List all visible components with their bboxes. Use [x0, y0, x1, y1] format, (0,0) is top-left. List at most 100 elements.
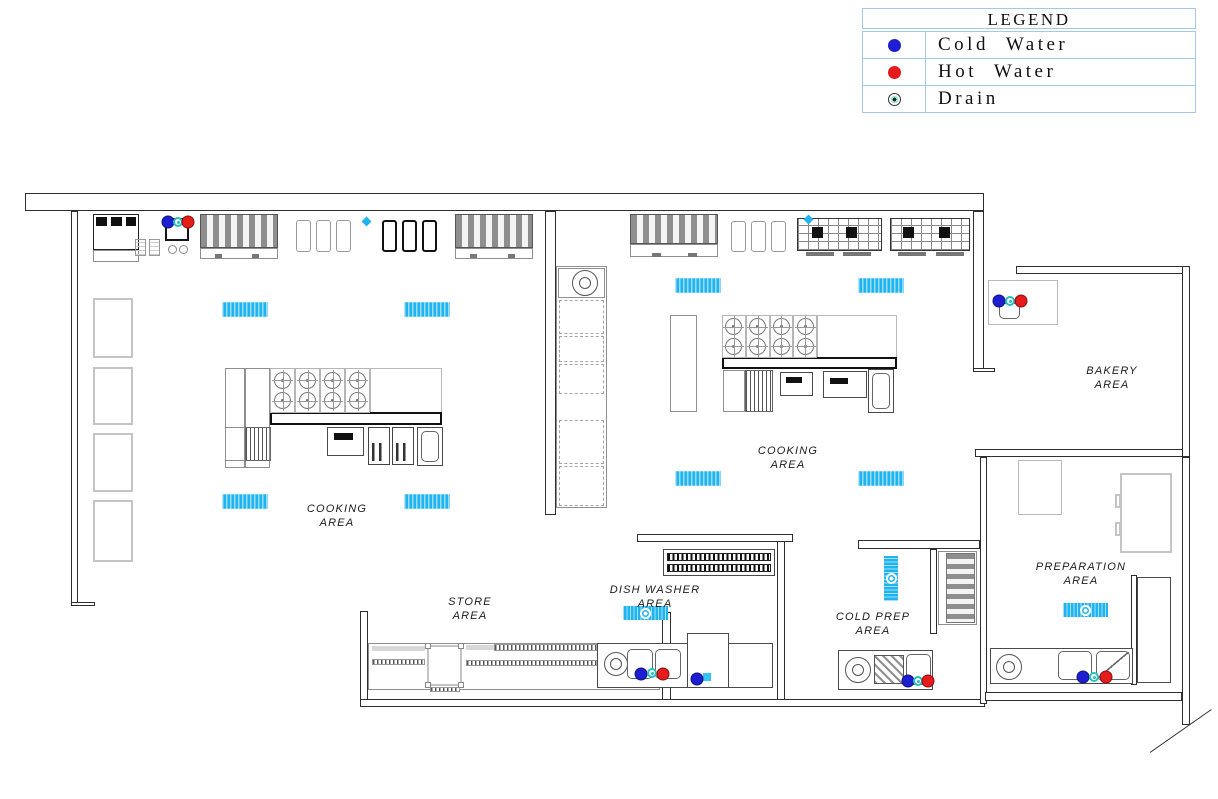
counter [1018, 460, 1062, 515]
legend: LEGEND Cold Water Hot Water Drain [862, 8, 1196, 113]
well-pan [731, 221, 746, 252]
equipment-leg [508, 254, 515, 258]
counter [200, 248, 278, 259]
combi-oven [797, 218, 882, 251]
bain-marie-unit [727, 218, 788, 255]
cold-water-point [992, 294, 1006, 308]
gas-burner [322, 369, 343, 391]
shelf-hatch [430, 687, 460, 692]
shelf-hatch [372, 659, 425, 665]
area-label-line1: COOKING [757, 445, 819, 457]
wall-coldprep-top [858, 540, 980, 549]
counter [455, 248, 533, 259]
light-fixture [675, 471, 721, 486]
dishwash-sink-counter [597, 643, 773, 688]
area-label-line1: DISH WASHER [609, 584, 701, 596]
tray-rack [946, 553, 975, 623]
area-label-line2: AREA [1063, 575, 1099, 587]
well-pan [316, 220, 331, 252]
island-counter [817, 315, 897, 358]
waste-bin [604, 652, 628, 676]
labeled-unit [327, 427, 364, 456]
black-plate [786, 377, 802, 383]
equipment-leg [215, 254, 222, 258]
wall-bottom [360, 699, 985, 707]
wall-right-kitchen [973, 211, 984, 372]
round-unit [996, 654, 1022, 680]
area-label-line1: COOKING [306, 503, 368, 515]
grate [149, 239, 160, 256]
equipment-leg [252, 254, 259, 258]
hot-cupboard [455, 214, 533, 248]
area-label-line2: AREA [1094, 379, 1130, 391]
gas-burner [723, 335, 745, 357]
black-plate [830, 378, 848, 384]
sink-bowl [421, 431, 439, 462]
floor-drain-outlet [1080, 604, 1091, 616]
wall-bakery-right [1182, 266, 1190, 457]
round-unit [845, 657, 871, 683]
equipment-leg [936, 252, 964, 256]
island-counter [370, 368, 442, 413]
wall-right-cap [973, 368, 995, 372]
area-label-line2: AREA [637, 598, 673, 610]
area-label-line2: AREA [319, 517, 355, 529]
wall-bakery-bottom [975, 449, 1183, 457]
stock-pot [572, 270, 598, 296]
light-fixture [858, 471, 904, 486]
gas-burner [272, 369, 293, 391]
wall-center [545, 211, 556, 515]
cold-water-point [1076, 670, 1090, 684]
light-fixture [858, 278, 904, 293]
wall-store-left [360, 611, 368, 706]
hot-cupboard [200, 214, 278, 248]
drain-point [647, 668, 657, 678]
gas-burner [794, 316, 816, 338]
area-label-line1: PREPARATION [1035, 561, 1127, 573]
light-fixture [675, 278, 721, 293]
light-fixture [222, 494, 268, 509]
bain-marie-unit [292, 217, 354, 255]
light-fixture [404, 302, 450, 317]
black-plate [903, 227, 914, 238]
griddle [745, 370, 773, 412]
island-side-table [670, 315, 697, 412]
wall-prep-bottom [985, 692, 1182, 701]
wall-bakery-top [1016, 266, 1183, 274]
light-fixture [404, 494, 450, 509]
wall-prep-left [980, 457, 987, 704]
shelf-unit [93, 500, 133, 562]
equipment-leg [898, 252, 926, 256]
gas-burner [322, 390, 343, 412]
equipment-leg [652, 253, 661, 257]
well-pan [402, 220, 417, 252]
rack-shelf [559, 364, 604, 394]
hot-water-point [181, 215, 195, 229]
area-label-line2: AREA [855, 625, 891, 637]
grate-top-unit [133, 237, 163, 258]
griddle-side [723, 370, 745, 412]
cold-water-point [634, 667, 648, 681]
prep-cabinet [1120, 473, 1172, 553]
wall-dishwasher-coldprep [777, 541, 785, 704]
cold-water-dot-icon [887, 38, 901, 52]
cyan-marker [703, 673, 711, 681]
cabinet-bump [1115, 522, 1121, 536]
well-pan [382, 220, 397, 252]
gas-burner [347, 390, 368, 412]
bain-marie-unit [378, 217, 440, 255]
floor-drain-outlet [885, 573, 897, 584]
hot-water-point [1014, 294, 1028, 308]
labeled-unit [780, 372, 813, 396]
two-burner-unit [166, 242, 189, 258]
gas-burner [747, 316, 769, 338]
table-corner [458, 643, 464, 649]
equipment-leg [688, 253, 697, 257]
wall-prep-right [1131, 575, 1137, 685]
area-label-line1: COLD PREP [835, 611, 911, 623]
gas-burner [272, 390, 293, 412]
griddle [245, 427, 271, 461]
equipment-leg [806, 252, 834, 256]
sink-bowl [872, 373, 890, 409]
